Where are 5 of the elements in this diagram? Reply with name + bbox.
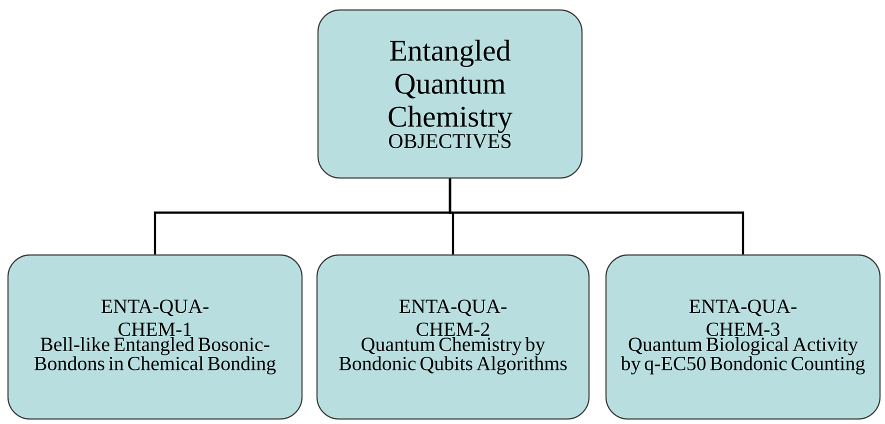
objective-box: ENTA-QUA-CHEM-2 Quantum Chemistry by Bondonic Qubits Algorithms — [316, 254, 590, 420]
objective-box: ENTA-QUA-CHEM-1 Bell-like Entangled Bosonic-Bondons in Chemical Bonding — [7, 254, 303, 420]
objective-box: ENTA-QUA-CHEM-3 Quantum Biological Activity by q-EC50 Bondonic Counting — [605, 254, 881, 420]
connector-line — [448, 178, 744, 254]
objective-box: Entangled Quantum Chemistry OBJECTIVES — [317, 9, 583, 179]
